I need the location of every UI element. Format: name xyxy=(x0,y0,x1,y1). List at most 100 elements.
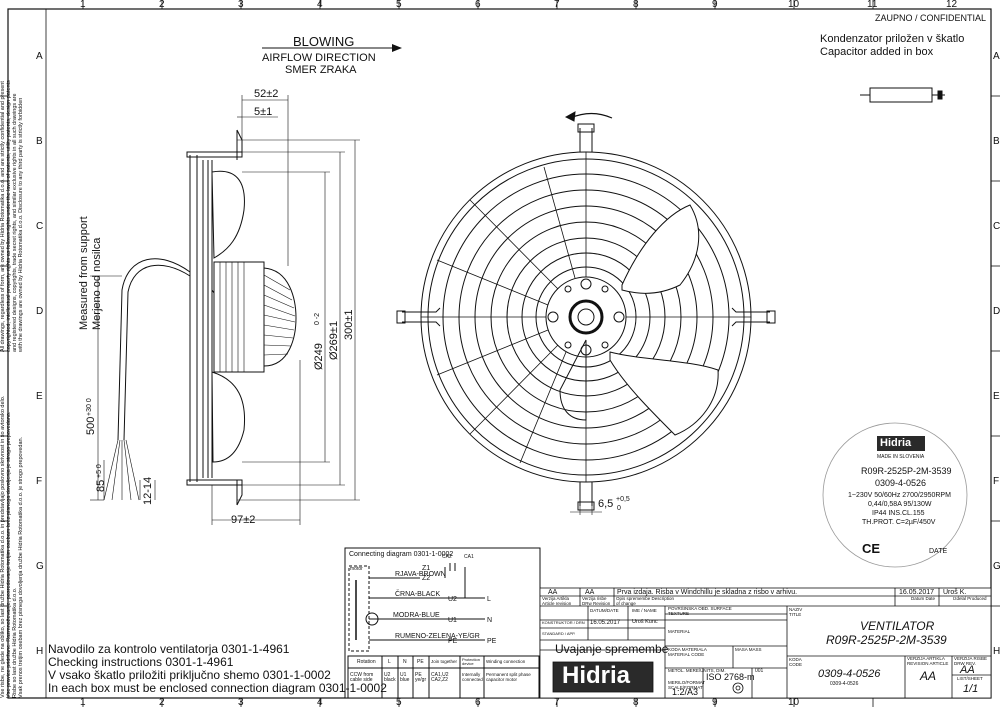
measured-note-en: Measured from support xyxy=(78,216,90,330)
connection-diagram-box xyxy=(344,547,541,699)
table-header-winding: Winding connection xyxy=(486,659,526,664)
table-cell-join: CA1,U2 CA2,Z2 xyxy=(431,672,449,683)
dim-6-5-tol-lower: 0 xyxy=(617,505,621,512)
tb-code-label: KODA CODE xyxy=(789,657,803,667)
dim-85-tol: +5 0 xyxy=(96,464,103,478)
table-header-pe: PE xyxy=(417,659,424,665)
line-pe: PE xyxy=(487,638,497,645)
legal-text-8: Vsak prenos tretjim osebam brez pisnega … xyxy=(18,436,24,698)
row-label-f: F xyxy=(993,476,1000,487)
label-made-in: MADE IN SLOVENIA xyxy=(877,454,925,460)
label-code: 0309-4-0526 xyxy=(875,478,927,488)
row-label-c: C xyxy=(993,221,1000,232)
tb-mass-label: MASA MASS xyxy=(735,647,762,652)
confidential-mark: ZAUPNO / CONFIDENTIAL xyxy=(875,13,987,23)
tb-hdr-date2: DATUM/DATE xyxy=(590,608,619,613)
tb-hdr-change: Opis spremembe Description of change xyxy=(616,596,675,606)
tb-scale-label: MERILO/FORMAT SCALE/FORMAT xyxy=(668,680,706,690)
tb-code: 0309-4-0526 xyxy=(818,668,881,680)
tb-iso: ISO 2768-m xyxy=(706,672,755,682)
table-cell-n: U1 blue xyxy=(400,672,410,683)
row-label-h: H xyxy=(993,646,1000,657)
dim-269: Ø269±1 xyxy=(328,320,340,360)
label-spec-1: 1~230V 50/60Hz 2700/2950RPM xyxy=(848,492,951,499)
capacitor-drawing xyxy=(860,87,945,103)
row-label-d-left: D xyxy=(36,306,44,317)
dim-249: Ø249 xyxy=(313,343,325,370)
dim-97: 97±2 xyxy=(231,514,256,526)
tb-hdr-made: Izdelal Produced xyxy=(953,596,987,601)
col-label-9-bottom: 9 xyxy=(712,697,718,708)
terminal-u1: U1 xyxy=(448,617,457,624)
tb-constructor-label: KONSTRUKTOR / DRN xyxy=(542,620,585,625)
tb-code-sub: 0309-4-0526 xyxy=(830,681,859,687)
col-label-4: 4 xyxy=(317,0,323,10)
label-brand-logo: Hidria xyxy=(880,437,912,449)
col-label-8: 8 xyxy=(633,0,639,10)
capacitor-note-en: Capacitor added in box xyxy=(820,46,934,58)
col-label-6: 6 xyxy=(475,0,481,10)
dim-5: 5±1 xyxy=(254,106,273,118)
tb-hdr-rev-drw: Verzija risbe DRw Revision xyxy=(582,596,611,606)
airflow-arrow xyxy=(262,44,402,52)
wire-yegr: RUMENO-ZELENA-YE/GR xyxy=(395,633,480,640)
tb-drawing-rev: AA xyxy=(960,664,975,676)
row-label-b-left: B xyxy=(36,136,43,147)
tb-constructor-name: Uroš Kunc xyxy=(632,619,658,625)
tb-standard-label: STANDARD / APP. xyxy=(542,631,576,636)
tb-apply-changes: Uvajanje spremembe xyxy=(555,642,669,656)
dim-52: 52±2 xyxy=(254,88,279,100)
smer-zraka-label: SMER ZRAKA xyxy=(285,64,357,76)
tb-rev2: AA xyxy=(585,589,595,596)
terminal-pe: PE xyxy=(448,638,458,645)
dim-85: 85 xyxy=(95,479,107,492)
table-header-n: N xyxy=(403,659,407,665)
front-view xyxy=(396,111,776,515)
row-label-b: B xyxy=(993,136,1000,147)
row-label-a: A xyxy=(993,51,1000,62)
col-label-1-bottom: 1 xyxy=(80,697,86,708)
tb-surface-label: POVRŠINSKA OBD. SURFACE TEXTURE xyxy=(668,606,732,616)
tb-hdr-rev-article: Verzija Artikla Article revision xyxy=(542,596,572,606)
col-label-9: 9 xyxy=(712,0,718,10)
label-date: DATE xyxy=(929,548,948,555)
tb-rev1: AA xyxy=(548,589,558,596)
dim-6-5-tol-upper: +0,5 xyxy=(616,496,630,503)
col-label-1: 1 xyxy=(80,0,86,10)
row-label-a-left: A xyxy=(36,51,43,62)
dim-300: 300±1 xyxy=(343,309,355,340)
label-spec-2: 0,44/0,58A 95/130W xyxy=(868,501,932,508)
tb-article-rev-label: VERZIJA ARTIKLA REVISION ARTICLE xyxy=(907,656,949,666)
instruction-3: V vsako škatlo priložiti priključno shem… xyxy=(48,668,331,682)
table-cell-pe: PE ye/gr xyxy=(415,672,427,683)
col-label-3: 3 xyxy=(238,0,244,10)
dim-500-tol: +30 0 xyxy=(86,398,93,416)
tb-hdr-date: Datum Date xyxy=(911,596,936,601)
wire-black: ČRNA-BLACK xyxy=(395,591,441,598)
table-header-protection: Protection device xyxy=(462,657,481,666)
tb-sheet-no: 001 xyxy=(755,668,764,674)
capacitor-note-si: Kondenzator priložen v škatlo xyxy=(820,33,965,45)
motor-label: motor xyxy=(350,566,363,572)
cap-ca1: CA1 xyxy=(464,554,474,560)
col-label-8-bottom: 8 xyxy=(633,697,639,708)
row-label-c-left: C xyxy=(36,221,44,232)
side-view xyxy=(90,95,360,525)
tb-rev-by: Uroš K. xyxy=(943,589,967,596)
col-label-6-bottom: 6 xyxy=(475,697,481,708)
table-cell-winding: Permanent split phase capacitor motor xyxy=(486,672,531,682)
table-header-rotation: Rotation xyxy=(357,659,376,665)
table-cell-l: U2 black xyxy=(384,672,396,683)
tb-drawing-rev-label: VERZIJA RISBE DRW REV. xyxy=(954,656,988,666)
terminal-u2: U2 xyxy=(448,596,457,603)
tb-rev-desc: Prva izdaja. Risba v Windchillu je sklad… xyxy=(617,589,798,596)
col-label-10-bottom: 10 xyxy=(788,697,800,708)
connection-title: Connecting diagram 0301-1-0002 xyxy=(349,551,454,558)
col-label-10: 10 xyxy=(788,0,800,10)
tb-name-1: VENTILATOR xyxy=(860,619,935,633)
label-model: R09R-2525P-2M-3539 xyxy=(861,466,952,476)
col-label-5-bottom: 5 xyxy=(396,697,402,708)
tb-material-code-label: KODA MATERIALA MATERIAL CODE xyxy=(668,647,707,657)
wire-blue: MODRA-BLUE xyxy=(393,612,440,619)
